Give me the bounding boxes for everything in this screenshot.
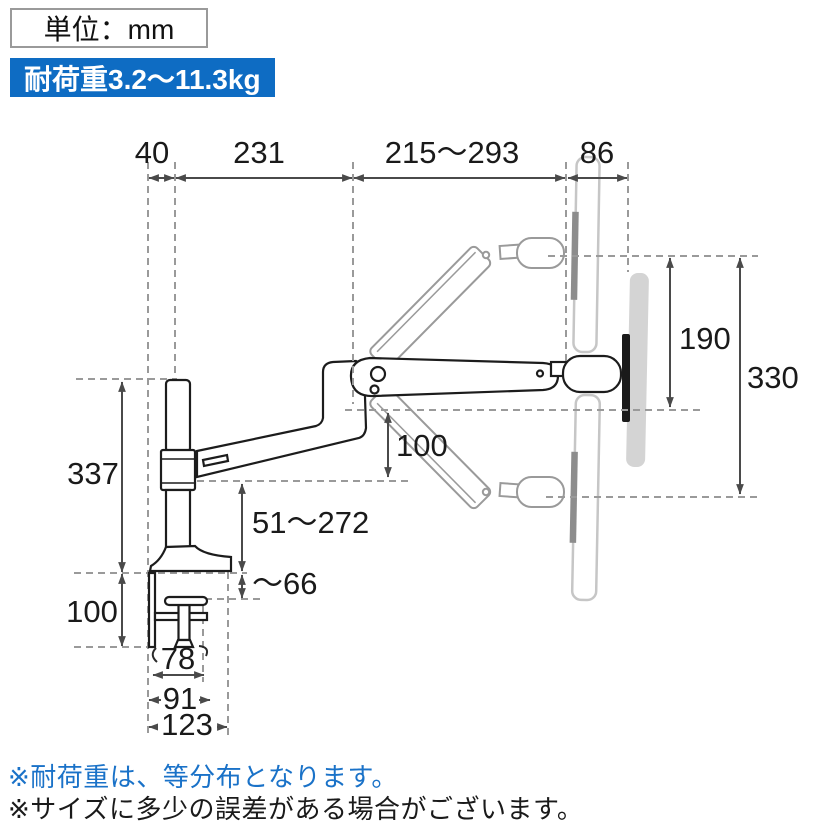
dim-lift-total: 330 (747, 360, 799, 395)
dim-offset-back: 40 (135, 135, 169, 170)
monitor-position-top (570, 155, 601, 354)
clamp-screw-pad (163, 595, 209, 607)
note-load-distribution: ※耐荷重は、等分布となります。 (8, 762, 398, 792)
dim-arm-reach: 215〜293 (385, 135, 519, 170)
arm-position-down-ghost (369, 386, 565, 510)
dim-clamp-total: 123 (161, 707, 213, 742)
dimension-labels: 40 231 215〜293 86 337 100 51〜272 〜66 100… (66, 135, 799, 742)
desk-clamp (147, 571, 209, 663)
clamp-screw-stem (177, 603, 191, 642)
dim-lift-mid: 190 (679, 321, 731, 356)
arm-wrist-head (561, 354, 623, 394)
reference-dashed-lines-front (197, 162, 702, 482)
monitor-position-middle (622, 272, 649, 468)
dim-clamp-inner: 78 (161, 641, 195, 676)
note-size-tolerance: ※サイズに多少の誤差がある場合がございます。 (8, 794, 584, 824)
reference-dashed-lines (74, 162, 758, 735)
dim-mount-range: 51〜272 (252, 505, 369, 540)
arm-lower-link (195, 359, 368, 479)
support-pole (148, 378, 233, 573)
dim-arm-drop: 100 (396, 428, 448, 463)
dim-desk-thickness: 〜66 (252, 566, 317, 601)
arm-middle-solid (195, 354, 623, 479)
dim-clamp-mid: 91 (163, 681, 197, 716)
pole-base-bell (148, 544, 233, 573)
dim-monitor-depth: 86 (580, 135, 614, 170)
dim-pole-height: 337 (67, 456, 119, 491)
arm-position-up-ghost (369, 237, 565, 369)
dim-arm-front: 231 (233, 135, 285, 170)
load-capacity-label: 耐荷重3.2〜11.3kg (24, 63, 261, 95)
clamp-plate (147, 571, 157, 649)
load-capacity-badge: 耐荷重3.2〜11.3kg (10, 58, 275, 97)
arm-link-slot (201, 453, 230, 468)
unit-label-box: 単位：mm (10, 8, 208, 48)
unit-label: 単位：mm (43, 14, 175, 45)
dim-clamp-drop: 100 (66, 594, 118, 629)
vesa-plate-middle (622, 334, 630, 422)
clamp-screw-foot (173, 638, 195, 649)
